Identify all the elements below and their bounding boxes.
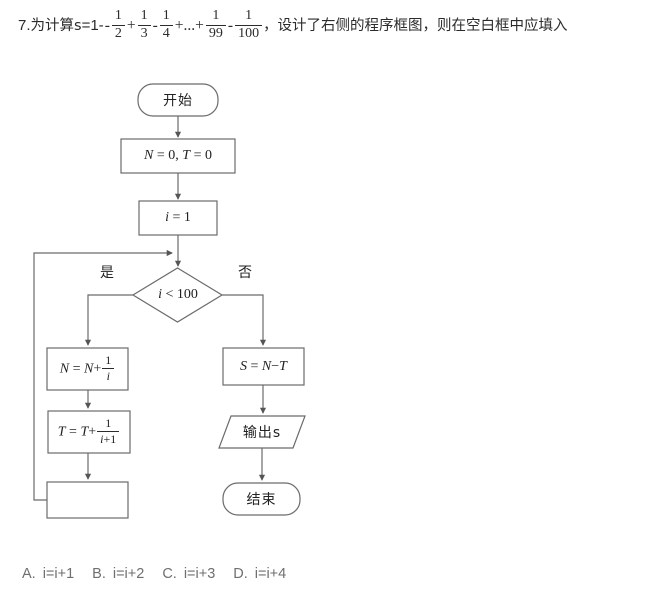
- term-4-sign: +...+: [174, 16, 204, 34]
- branch-label-no: 否: [238, 265, 252, 281]
- node-output-shape: [218, 415, 306, 449]
- option-c-text: i=i+3: [183, 566, 216, 582]
- stem-tail: ，设计了右侧的程序框图，则在空白框中应填入: [263, 17, 568, 34]
- option-c[interactable]: C. i=i+3: [162, 566, 215, 582]
- edge-cond-yes: [84, 294, 133, 346]
- term-5-numerator: 1: [235, 8, 263, 26]
- node-seti-shape: [138, 200, 218, 236]
- node-addT-shape: [47, 410, 131, 454]
- option-a-label: A.: [22, 566, 36, 582]
- edge-cond-no: [222, 294, 267, 346]
- term-5-sign: -: [227, 16, 234, 34]
- term-5-denominator: 100: [238, 25, 260, 41]
- question-number: 7.: [18, 16, 31, 34]
- term-2-sign: +: [126, 16, 136, 34]
- term-1-sign: -: [104, 16, 110, 34]
- term-2-denominator: 3: [140, 25, 148, 41]
- node-calcS-shape: [222, 347, 305, 386]
- option-a-text: i=i+1: [42, 566, 75, 582]
- option-d-label: D.: [233, 566, 248, 582]
- node-cond-shape: [131, 267, 224, 323]
- stem-lead: 为计算s: [30, 17, 82, 34]
- option-d-text: i=i+4: [254, 566, 287, 582]
- term-1-numerator: 1: [111, 8, 125, 26]
- term-4-denominator: 99: [208, 25, 223, 41]
- term-3-denominator: 4: [162, 25, 170, 41]
- node-addN-shape: [46, 347, 129, 391]
- term-3-sign: -: [152, 16, 158, 34]
- option-a[interactable]: A. i=i+1: [22, 566, 74, 582]
- node-blank-shape[interactable]: [46, 481, 129, 519]
- term-3-numerator: 1: [159, 8, 173, 26]
- option-c-label: C.: [162, 566, 177, 582]
- option-b[interactable]: B. i=i+2: [92, 566, 144, 582]
- edge-loop-back: [33, 249, 173, 501]
- term-1-denominator: 2: [114, 25, 122, 41]
- option-d[interactable]: D. i=i+4: [233, 566, 286, 582]
- branch-label-yes: 是: [100, 265, 114, 281]
- stem-equals: =1-: [81, 16, 104, 34]
- term-2-numerator: 1: [137, 8, 151, 26]
- node-init-shape: [120, 138, 236, 174]
- option-b-text: i=i+2: [112, 566, 145, 582]
- node-start-shape: [137, 83, 219, 117]
- option-b-label: B.: [92, 566, 106, 582]
- term-4-numerator: 1: [205, 8, 226, 26]
- node-end-shape: [222, 482, 301, 516]
- answer-options: A. i=i+1 B. i=i+2 C. i=i+3 D. i=i+4: [22, 566, 304, 582]
